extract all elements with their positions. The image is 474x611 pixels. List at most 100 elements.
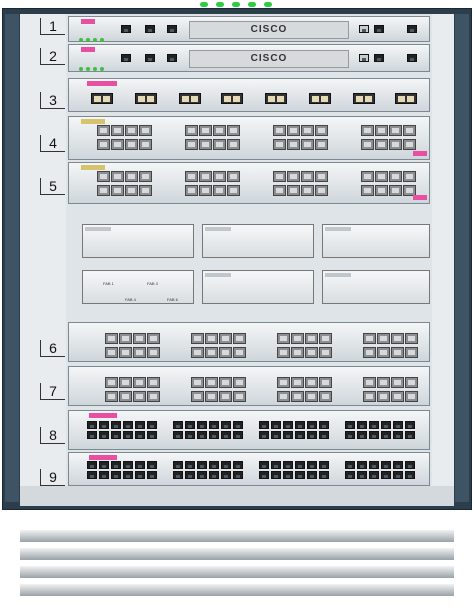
rj45-port[interactable] [369, 471, 379, 479]
sfp-port[interactable] [185, 185, 198, 196]
rj45-port[interactable] [259, 471, 269, 479]
sfp-port[interactable] [227, 185, 240, 196]
sfp-port[interactable] [233, 377, 246, 388]
rj45-port[interactable] [209, 471, 219, 479]
rj45-port[interactable] [381, 431, 391, 439]
rj45-port[interactable] [135, 431, 145, 439]
sfp-port[interactable] [133, 347, 146, 358]
rj45-port[interactable] [233, 421, 243, 429]
rj45-port[interactable] [99, 461, 109, 469]
sfp-port[interactable] [277, 333, 290, 344]
ethernet-port[interactable] [407, 25, 417, 33]
sfp-port[interactable] [273, 125, 286, 136]
ethernet-port[interactable] [407, 54, 417, 62]
sfp-port[interactable] [305, 377, 318, 388]
sfp-port[interactable] [277, 377, 290, 388]
sfp-port[interactable] [375, 125, 388, 136]
sfp-port[interactable] [97, 185, 110, 196]
fan-tray[interactable]: FAB 1 FAB 3 FAB 4 FAB 6 [82, 270, 194, 304]
supervisor-module-1[interactable]: CISCO [68, 16, 430, 42]
rj45-port[interactable] [221, 461, 231, 469]
sfp-port[interactable] [287, 139, 300, 150]
sfp-port[interactable] [301, 139, 314, 150]
rj45-port[interactable] [147, 431, 157, 439]
rj45-port[interactable] [197, 461, 207, 469]
fabric-module[interactable] [322, 270, 430, 304]
rj45-port[interactable] [111, 471, 121, 479]
rj45-port[interactable] [111, 461, 121, 469]
sfp-port[interactable] [119, 377, 132, 388]
copper-line-card-9[interactable] [68, 452, 430, 486]
sfp-port[interactable] [125, 125, 138, 136]
sfp-port[interactable] [361, 185, 374, 196]
sfp-port[interactable] [213, 171, 226, 182]
sfp-port[interactable] [291, 347, 304, 358]
rj45-port[interactable] [295, 421, 305, 429]
sfp-port[interactable] [301, 171, 314, 182]
sfp-port[interactable] [403, 139, 416, 150]
sfp-port[interactable] [185, 125, 198, 136]
sfp-port[interactable] [97, 139, 110, 150]
sfp-port[interactable] [287, 125, 300, 136]
sfp-port[interactable] [287, 171, 300, 182]
rj45-port[interactable] [307, 471, 317, 479]
rj45-port[interactable] [221, 471, 231, 479]
sfp-port[interactable] [191, 391, 204, 402]
sfp-port[interactable] [147, 347, 160, 358]
sfp-port[interactable] [405, 347, 418, 358]
sfp-port[interactable] [191, 333, 204, 344]
rj45-port[interactable] [295, 471, 305, 479]
rj45-port[interactable] [319, 431, 329, 439]
sfp-port[interactable] [363, 333, 376, 344]
sfp-port[interactable] [125, 185, 138, 196]
sfp-port[interactable] [403, 171, 416, 182]
sfp-line-card-4[interactable] [68, 116, 430, 160]
fiber-port[interactable] [135, 93, 157, 104]
sfp-port[interactable] [287, 185, 300, 196]
sfp-port[interactable] [205, 347, 218, 358]
aux-port[interactable] [374, 54, 384, 62]
sfp-port[interactable] [361, 125, 374, 136]
aux-port[interactable] [374, 25, 384, 33]
fiber-port[interactable] [91, 93, 113, 104]
sfp-port[interactable] [391, 347, 404, 358]
rj45-port[interactable] [357, 461, 367, 469]
sfp-port[interactable] [139, 171, 152, 182]
mgmt-port[interactable] [145, 25, 155, 33]
sfp-port[interactable] [105, 333, 118, 344]
sfp-port[interactable] [403, 185, 416, 196]
sfp-port[interactable] [111, 185, 124, 196]
sfp-port[interactable] [391, 333, 404, 344]
sfp-port[interactable] [233, 391, 246, 402]
sfp-port[interactable] [273, 139, 286, 150]
mgmt-port[interactable] [145, 54, 155, 62]
rj45-port[interactable] [135, 421, 145, 429]
fabric-module[interactable] [202, 270, 314, 304]
sfp-port[interactable] [133, 333, 146, 344]
rj45-port[interactable] [87, 431, 97, 439]
rj45-port[interactable] [357, 471, 367, 479]
sfp-port[interactable] [213, 185, 226, 196]
rj45-port[interactable] [283, 471, 293, 479]
sfp-port[interactable] [403, 125, 416, 136]
sfp-port[interactable] [301, 125, 314, 136]
sfp-port[interactable] [301, 185, 314, 196]
rj45-port[interactable] [111, 421, 121, 429]
rj45-port[interactable] [259, 421, 269, 429]
sfp-port[interactable] [315, 125, 328, 136]
sfp-port[interactable] [375, 139, 388, 150]
rj45-port[interactable] [185, 431, 195, 439]
console-port[interactable] [121, 54, 131, 62]
rj45-port[interactable] [173, 471, 183, 479]
rj45-port[interactable] [307, 421, 317, 429]
rj45-port[interactable] [147, 461, 157, 469]
sfp-port[interactable] [273, 185, 286, 196]
rj45-port[interactable] [123, 421, 133, 429]
sfp-port[interactable] [119, 391, 132, 402]
copper-line-card-8[interactable] [68, 410, 430, 450]
rj45-port[interactable] [147, 471, 157, 479]
sfp-port[interactable] [219, 347, 232, 358]
rj45-port[interactable] [197, 431, 207, 439]
sfp-port[interactable] [111, 171, 124, 182]
sfp-port[interactable] [205, 391, 218, 402]
